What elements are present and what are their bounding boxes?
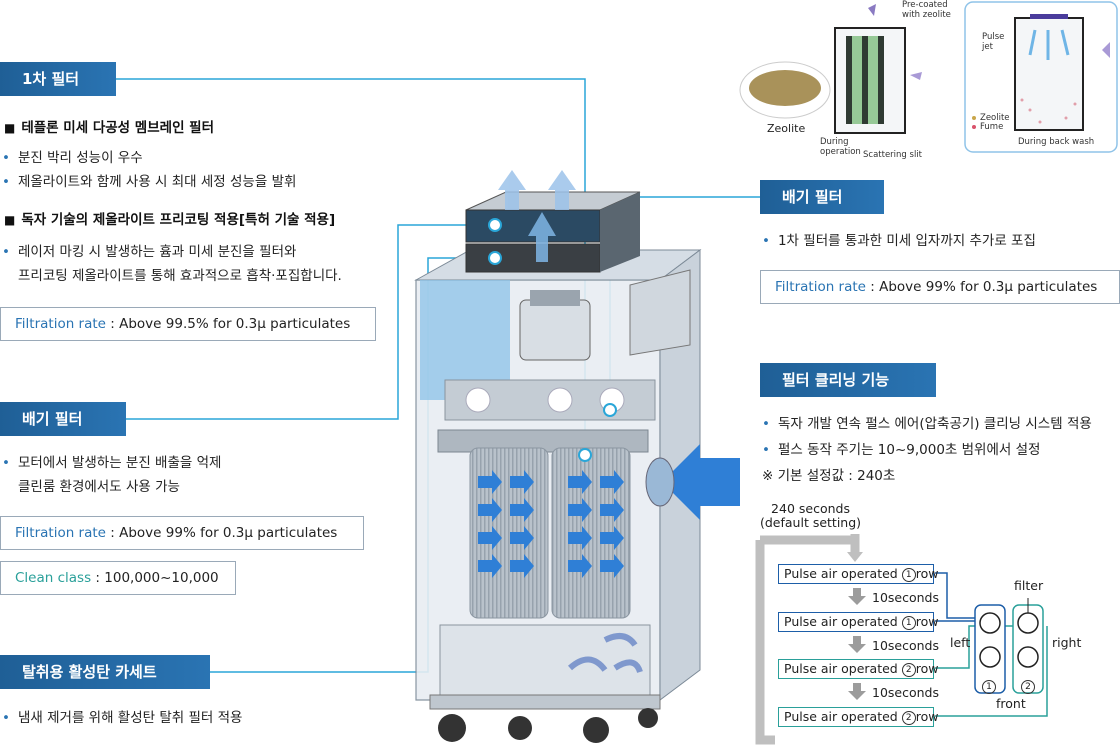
primary-filter-heading-2: 독자 기술의 제올라이트 프리코팅 적용[특허 기술 적용] — [4, 208, 335, 228]
right-label: right — [1052, 635, 1082, 650]
back-wash-label: During back wash — [1018, 137, 1095, 147]
zeolite-diagram — [739, 1, 1118, 153]
filter-label: filter — [1014, 578, 1044, 593]
row-2-marker: 2 — [1021, 675, 1035, 694]
exhaust-filter-tag-right: 배기 필터 — [760, 180, 884, 214]
primary-filter-bullet-3: •레이저 마킹 시 발생하는 흄과 미세 분진을 필터와 — [2, 244, 297, 260]
front-label: front — [996, 696, 1026, 711]
primary-filter-heading-1: 테플론 미세 다공성 멤브레인 필터 — [4, 116, 214, 136]
interval-2: 10seconds — [872, 638, 939, 653]
exhaust-filter-right-bullet-1: •1차 필터를 통과한 미세 입자까지 추가로 포집 — [762, 233, 1036, 249]
primary-filter-rate-box: Filtration rate : Above 99.5% for 0.3μ p… — [0, 307, 376, 341]
scattering-slit-label: Scattering slit — [863, 150, 922, 160]
legend-fume-label: Fume — [980, 122, 1004, 132]
exhaust-filter-tag-left: 배기 필터 — [0, 402, 126, 436]
primary-filter-tag: 1차 필터 — [0, 62, 116, 96]
exhaust-filter-bullet-1: •모터에서 발생하는 분진 배출을 억제 — [2, 455, 222, 471]
primary-filter-bullet-4: 프리코팅 제올라이트를 통해 효과적으로 흡착·포집합니다. — [18, 268, 342, 284]
zeolite-label: Zeolite — [767, 122, 806, 135]
legend-zeolite-label: Zeolite — [980, 113, 1010, 123]
carbon-bullet-1: •냄새 제거를 위해 활성탄 탈취 필터 적용 — [2, 710, 243, 726]
exhaust-filter-bullet-2: 클린룸 환경에서도 사용 가능 — [18, 479, 180, 495]
exhaust-filter-rate-box-left: Filtration rate : Above 99% for 0.3μ par… — [0, 516, 364, 550]
cleaning-note: ※ 기본 설정값 : 240초 — [762, 468, 896, 484]
filter-cleaning-tag: 필터 클리닝 기능 — [760, 363, 936, 397]
clean-class-box: Clean class : 100,000~10,000 — [0, 561, 236, 595]
cleaning-bullet-2: •펄스 동작 주기는 10~9,000초 범위에서 설정 — [762, 442, 1041, 458]
carbon-cassette-tag: 탈취용 활성탄 카세트 — [0, 655, 210, 689]
left-label: left — [950, 635, 971, 650]
interval-3: 10seconds — [872, 685, 939, 700]
primary-filter-bullet-2: •제올라이트와 함께 사용 시 최대 세정 성능을 발휘 — [2, 174, 297, 190]
row-1-marker: 1 — [982, 675, 996, 694]
pulse-cycle-diagram — [755, 534, 1048, 745]
interval-1: 10seconds — [872, 590, 939, 605]
primary-filter-bullet-1: •분진 박리 성능이 우수 — [2, 150, 143, 166]
cycle-label: 240 seconds(default setting) — [760, 501, 862, 530]
exhaust-filter-rate-box-right: Filtration rate : Above 99% for 0.3μ par… — [760, 270, 1120, 304]
cleaning-bullet-1: •독자 개발 연속 펄스 에어(압축공기) 클리닝 시스템 적용 — [762, 416, 1092, 432]
